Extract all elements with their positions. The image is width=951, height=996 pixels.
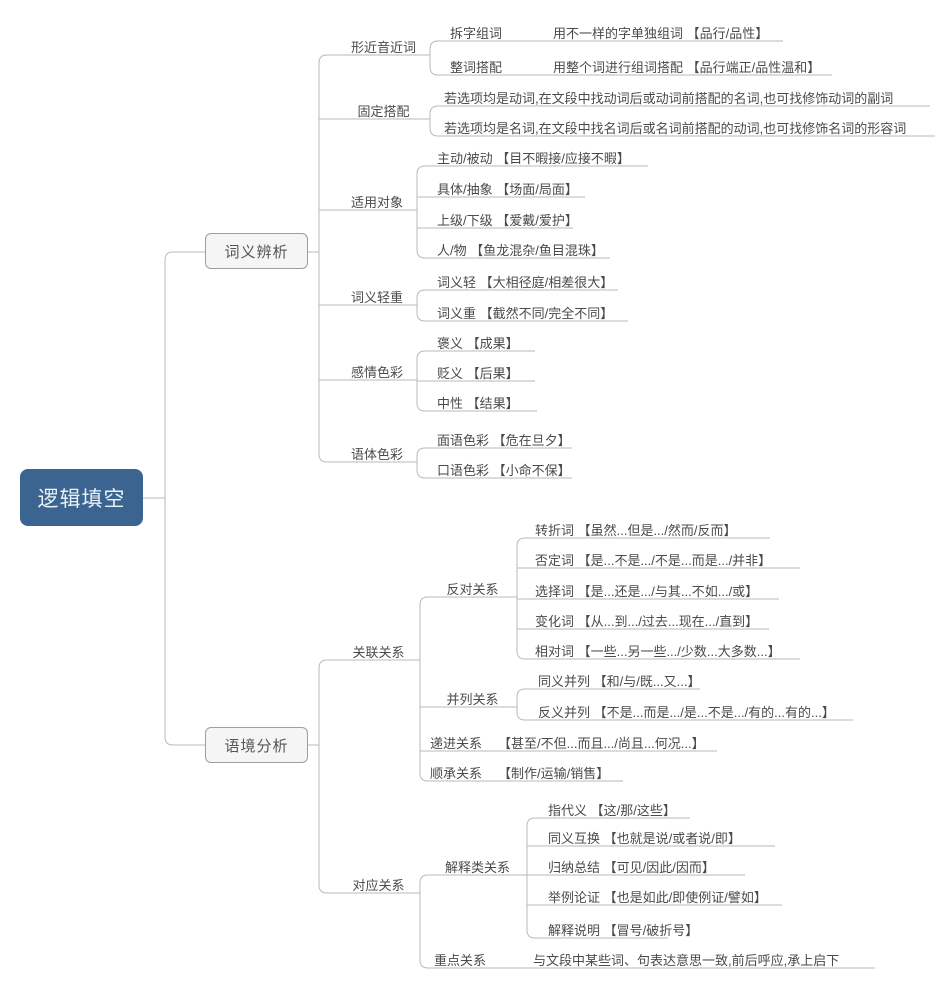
section-guanlian-guanxi[interactable]: 关联关系 xyxy=(352,645,405,660)
node-chaizi-zuci-desc[interactable]: 用不一样的字单独组词 【品行/品性】 xyxy=(553,26,769,41)
node-fanyi-binglie[interactable]: 反义并列 【不是...而是.../是...不是.../有的...有的...】 xyxy=(538,705,835,720)
node-xuanze-ci[interactable]: 选择词 【是...还是.../与其...不如.../或】 xyxy=(535,584,759,599)
group-fandui-guanxi[interactable]: 反对关系 xyxy=(446,582,499,597)
node-juti-chouxiang[interactable]: 具体/抽象 【场面/局面】 xyxy=(437,182,578,197)
node-ciyi-zhong[interactable]: 词义重 【截然不同/完全不同】 xyxy=(437,306,614,321)
node-shangji-xiaji[interactable]: 上级/下级 【爱戴/爱护】 xyxy=(437,213,578,228)
group-dijin-guanxi[interactable]: 递进关系 xyxy=(430,736,483,751)
section-yuti-secai[interactable]: 语体色彩 xyxy=(350,447,403,462)
node-chaizi-zuci[interactable]: 拆字组词 xyxy=(450,26,503,41)
section-guding-dapei[interactable]: 固定搭配 xyxy=(357,104,410,119)
node-juli-lunzheng[interactable]: 举例论证 【也是如此/即使例证/譬如】 xyxy=(548,890,767,905)
group-binglie-guanxi[interactable]: 并列关系 xyxy=(446,692,499,707)
node-tongyi-binglie[interactable]: 同义并列 【和/与/既...又...】 xyxy=(538,674,701,689)
branch-ciyi-bianxi[interactable]: 词义辨析 xyxy=(205,233,308,269)
group-zhongdian-guanxi[interactable]: 重点关系 xyxy=(434,953,487,968)
node-guina-zongjie[interactable]: 归纳总结 【可见/因此/因而】 xyxy=(548,860,715,875)
node-kouyu-secai[interactable]: 口语色彩 【小命不保】 xyxy=(437,463,571,478)
section-ciyi-qingzhong[interactable]: 词义轻重 xyxy=(350,290,403,305)
section-xingjin-yinjin-ci[interactable]: 形近音近词 xyxy=(350,40,416,55)
node-bianyi[interactable]: 贬义 【后果】 xyxy=(437,366,519,381)
group-shuncheng-guanxi[interactable]: 顺承关系 xyxy=(430,766,483,781)
node-zhongdian-desc[interactable]: 与文段中某些词、句表达意思一致,前后呼应,承上启下 xyxy=(533,953,840,968)
node-baoyi[interactable]: 褒义 【成果】 xyxy=(437,336,519,351)
branch-yujing-fenxi[interactable]: 语境分析 xyxy=(205,727,308,763)
node-jieshi-shuoming[interactable]: 解释说明 【冒号/破折号】 xyxy=(548,923,699,938)
node-zhudong-beidong[interactable]: 主动/被动 【目不暇接/应接不暇】 xyxy=(437,151,630,166)
node-shuncheng-examples[interactable]: 【制作/运输/销售】 xyxy=(498,766,610,781)
node-mianyu-secai[interactable]: 面语色彩 【危在旦夕】 xyxy=(437,433,571,448)
node-zhidai-yi[interactable]: 指代义 【这/那/这些】 xyxy=(548,803,676,818)
node-tongyi-huhuan[interactable]: 同义互换 【也就是说/或者说/即】 xyxy=(548,831,741,846)
node-zhuanzhe-ci[interactable]: 转折词 【虽然...但是.../然而/反而】 xyxy=(535,523,737,538)
node-xiangdui-ci[interactable]: 相对词 【一些...另一些.../少数...大多数...】 xyxy=(535,644,781,659)
node-ren-wu[interactable]: 人/物 【鱼龙混杂/鱼目混珠】 xyxy=(437,243,604,258)
node-zhengci-dapei[interactable]: 整词搭配 xyxy=(450,60,503,75)
node-zhengci-dapei-desc[interactable]: 用整个词进行组词搭配 【品行端正/品性温和】 xyxy=(553,60,821,75)
node-ciyi-qing[interactable]: 词义轻 【大相径庭/相差很大】 xyxy=(437,275,614,290)
node-dijin-examples[interactable]: 【甚至/不但...而且.../尚且...何况...】 xyxy=(498,736,705,751)
group-jieshilei-guanxi[interactable]: 解释类关系 xyxy=(444,860,510,875)
section-duiying-guanxi[interactable]: 对应关系 xyxy=(352,878,405,893)
section-ganqing-secai[interactable]: 感情色彩 xyxy=(350,365,403,380)
root-node[interactable]: 逻辑填空 xyxy=(20,469,143,526)
node-fouding-ci[interactable]: 否定词 【是...不是.../不是...而是.../并非】 xyxy=(535,553,772,568)
node-zhongxing[interactable]: 中性 【结果】 xyxy=(437,396,519,411)
section-shiyong-duixiang[interactable]: 适用对象 xyxy=(350,195,403,210)
node-bianhua-ci[interactable]: 变化词 【从...到.../过去...现在.../直到】 xyxy=(535,614,759,629)
node-guding-rule-verb[interactable]: 若选项均是动词,在文段中找动词后或动词前搭配的名词,也可找修饰动词的副词 xyxy=(444,91,894,106)
node-guding-rule-noun[interactable]: 若选项均是名词,在文段中找名词后或名词前搭配的动词,也可找修饰名词的形容词 xyxy=(444,121,907,136)
